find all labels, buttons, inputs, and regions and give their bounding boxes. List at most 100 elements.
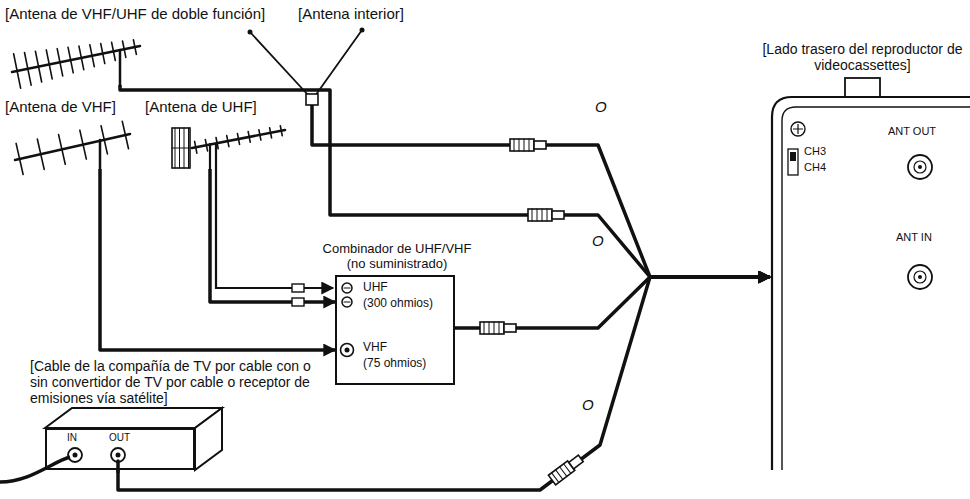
antenna-figure: [Antena de VHF] <box>5 98 140 169</box>
plug-rib <box>542 209 543 221</box>
rear-panel: [Lado trasero del reproductor de videoca… <box>770 95 970 470</box>
plug-rib <box>494 322 495 334</box>
antenna-base <box>306 94 318 105</box>
antenna-mast <box>119 50 122 86</box>
coax-cable <box>120 85 770 277</box>
reflector-rod <box>172 148 190 149</box>
screw-terminal <box>342 297 352 307</box>
coax-plug <box>528 209 564 221</box>
coax-plug <box>548 454 584 485</box>
plug-rib <box>532 209 533 221</box>
antenna-element <box>35 51 41 82</box>
coax-cable <box>312 105 770 277</box>
terminal-label: VHF <box>363 341 387 355</box>
antenna-element <box>112 42 116 60</box>
terminal-label: ANT OUT <box>888 125 936 138</box>
vhf-antenna <box>15 121 130 174</box>
coax-jack-pin <box>73 453 78 458</box>
plug-rib <box>489 322 490 334</box>
antenna-rod <box>250 32 309 96</box>
antenna-element <box>59 135 66 165</box>
plug-rib <box>514 139 515 151</box>
box-top <box>45 408 222 428</box>
coax-jack-pin <box>918 165 922 169</box>
plug-rib <box>556 470 563 480</box>
or-label: O <box>592 232 604 249</box>
terminal-label: OUT <box>109 432 130 444</box>
twin-lead <box>215 144 217 169</box>
plug-rib <box>564 464 571 474</box>
screw-slot <box>344 301 350 302</box>
plug-rib <box>519 139 520 151</box>
plug-rib <box>524 139 525 151</box>
plug-tip <box>569 455 583 469</box>
screw-terminal <box>342 283 352 293</box>
plug-rib <box>552 473 559 483</box>
plug-body <box>480 322 504 334</box>
plug-tip <box>504 324 516 332</box>
rod-tip <box>360 28 365 33</box>
antenna-mast <box>99 140 102 169</box>
terminal-label: (300 ohmios) <box>363 297 433 311</box>
device-box: [Cable de la compañía de TV por cable co… <box>45 428 195 470</box>
antenna-element <box>101 44 105 64</box>
plug-rib <box>484 322 485 334</box>
coax-jack <box>908 265 932 289</box>
antenna-element <box>205 139 207 150</box>
plug-rib <box>547 209 548 221</box>
uhf-antenna <box>172 126 285 168</box>
antenna-element <box>25 52 32 85</box>
part-heading: Combinador de UHF/VHF (no suministrado) <box>312 242 482 272</box>
coax-plug <box>510 139 546 151</box>
spade-lug <box>292 284 304 292</box>
plug-rib <box>529 139 530 151</box>
terminal-label: UHF <box>363 281 388 295</box>
terminal-label: [Antena de UHF] <box>145 98 257 115</box>
terminal-label: [Antena interior] <box>298 5 404 22</box>
plug-rib <box>560 467 567 477</box>
terminal-label: IN <box>67 432 77 444</box>
antenna-element <box>14 54 21 88</box>
coax-jack <box>68 448 82 462</box>
plug-tip <box>534 141 546 149</box>
antenna-element <box>133 40 136 55</box>
indoor-antenna <box>248 28 365 106</box>
vcr-tab <box>845 78 880 97</box>
switch-slider <box>790 152 796 161</box>
plug-rib <box>537 209 538 221</box>
antenna-element <box>270 128 272 138</box>
rod-tip <box>248 30 253 35</box>
plug-rib <box>499 322 500 334</box>
antenna-boom <box>15 134 130 160</box>
or-label: O <box>582 396 594 413</box>
coax-jack-pin <box>116 453 121 458</box>
plug-body <box>528 209 552 221</box>
antenna-figure: [Antena interior] <box>298 5 433 105</box>
coax-cable <box>100 169 335 350</box>
coax-jack-ring <box>914 161 926 173</box>
reflector-grid <box>172 128 190 168</box>
antenna-element <box>90 45 94 67</box>
twin-lead <box>216 169 333 288</box>
terminal-label: [Antena de VHF] <box>5 98 116 115</box>
antenna-element <box>68 47 73 72</box>
plug-body <box>510 139 534 151</box>
antenna-element <box>80 130 87 159</box>
terminal-label: ANT IN <box>896 231 932 244</box>
screw-slot <box>344 287 350 288</box>
coax-jack-pin <box>918 275 922 279</box>
or-label: O <box>595 98 607 115</box>
antenna-element <box>46 50 52 79</box>
terminal-label: [Antena de VHF/UHF de doble función] <box>5 5 265 22</box>
antenna-figure: [Antena de UHF] <box>145 98 280 169</box>
antenna-element <box>16 143 23 174</box>
coax-jack-ring <box>914 271 926 283</box>
antenna-element <box>237 134 239 145</box>
terminal-label: CH4 <box>804 161 826 174</box>
channel-switch <box>788 149 798 175</box>
antenna-element <box>79 46 84 70</box>
coax-plug <box>480 322 516 334</box>
device-box: Combinador de UHF/VHF (no suministrado)U… <box>335 275 455 385</box>
